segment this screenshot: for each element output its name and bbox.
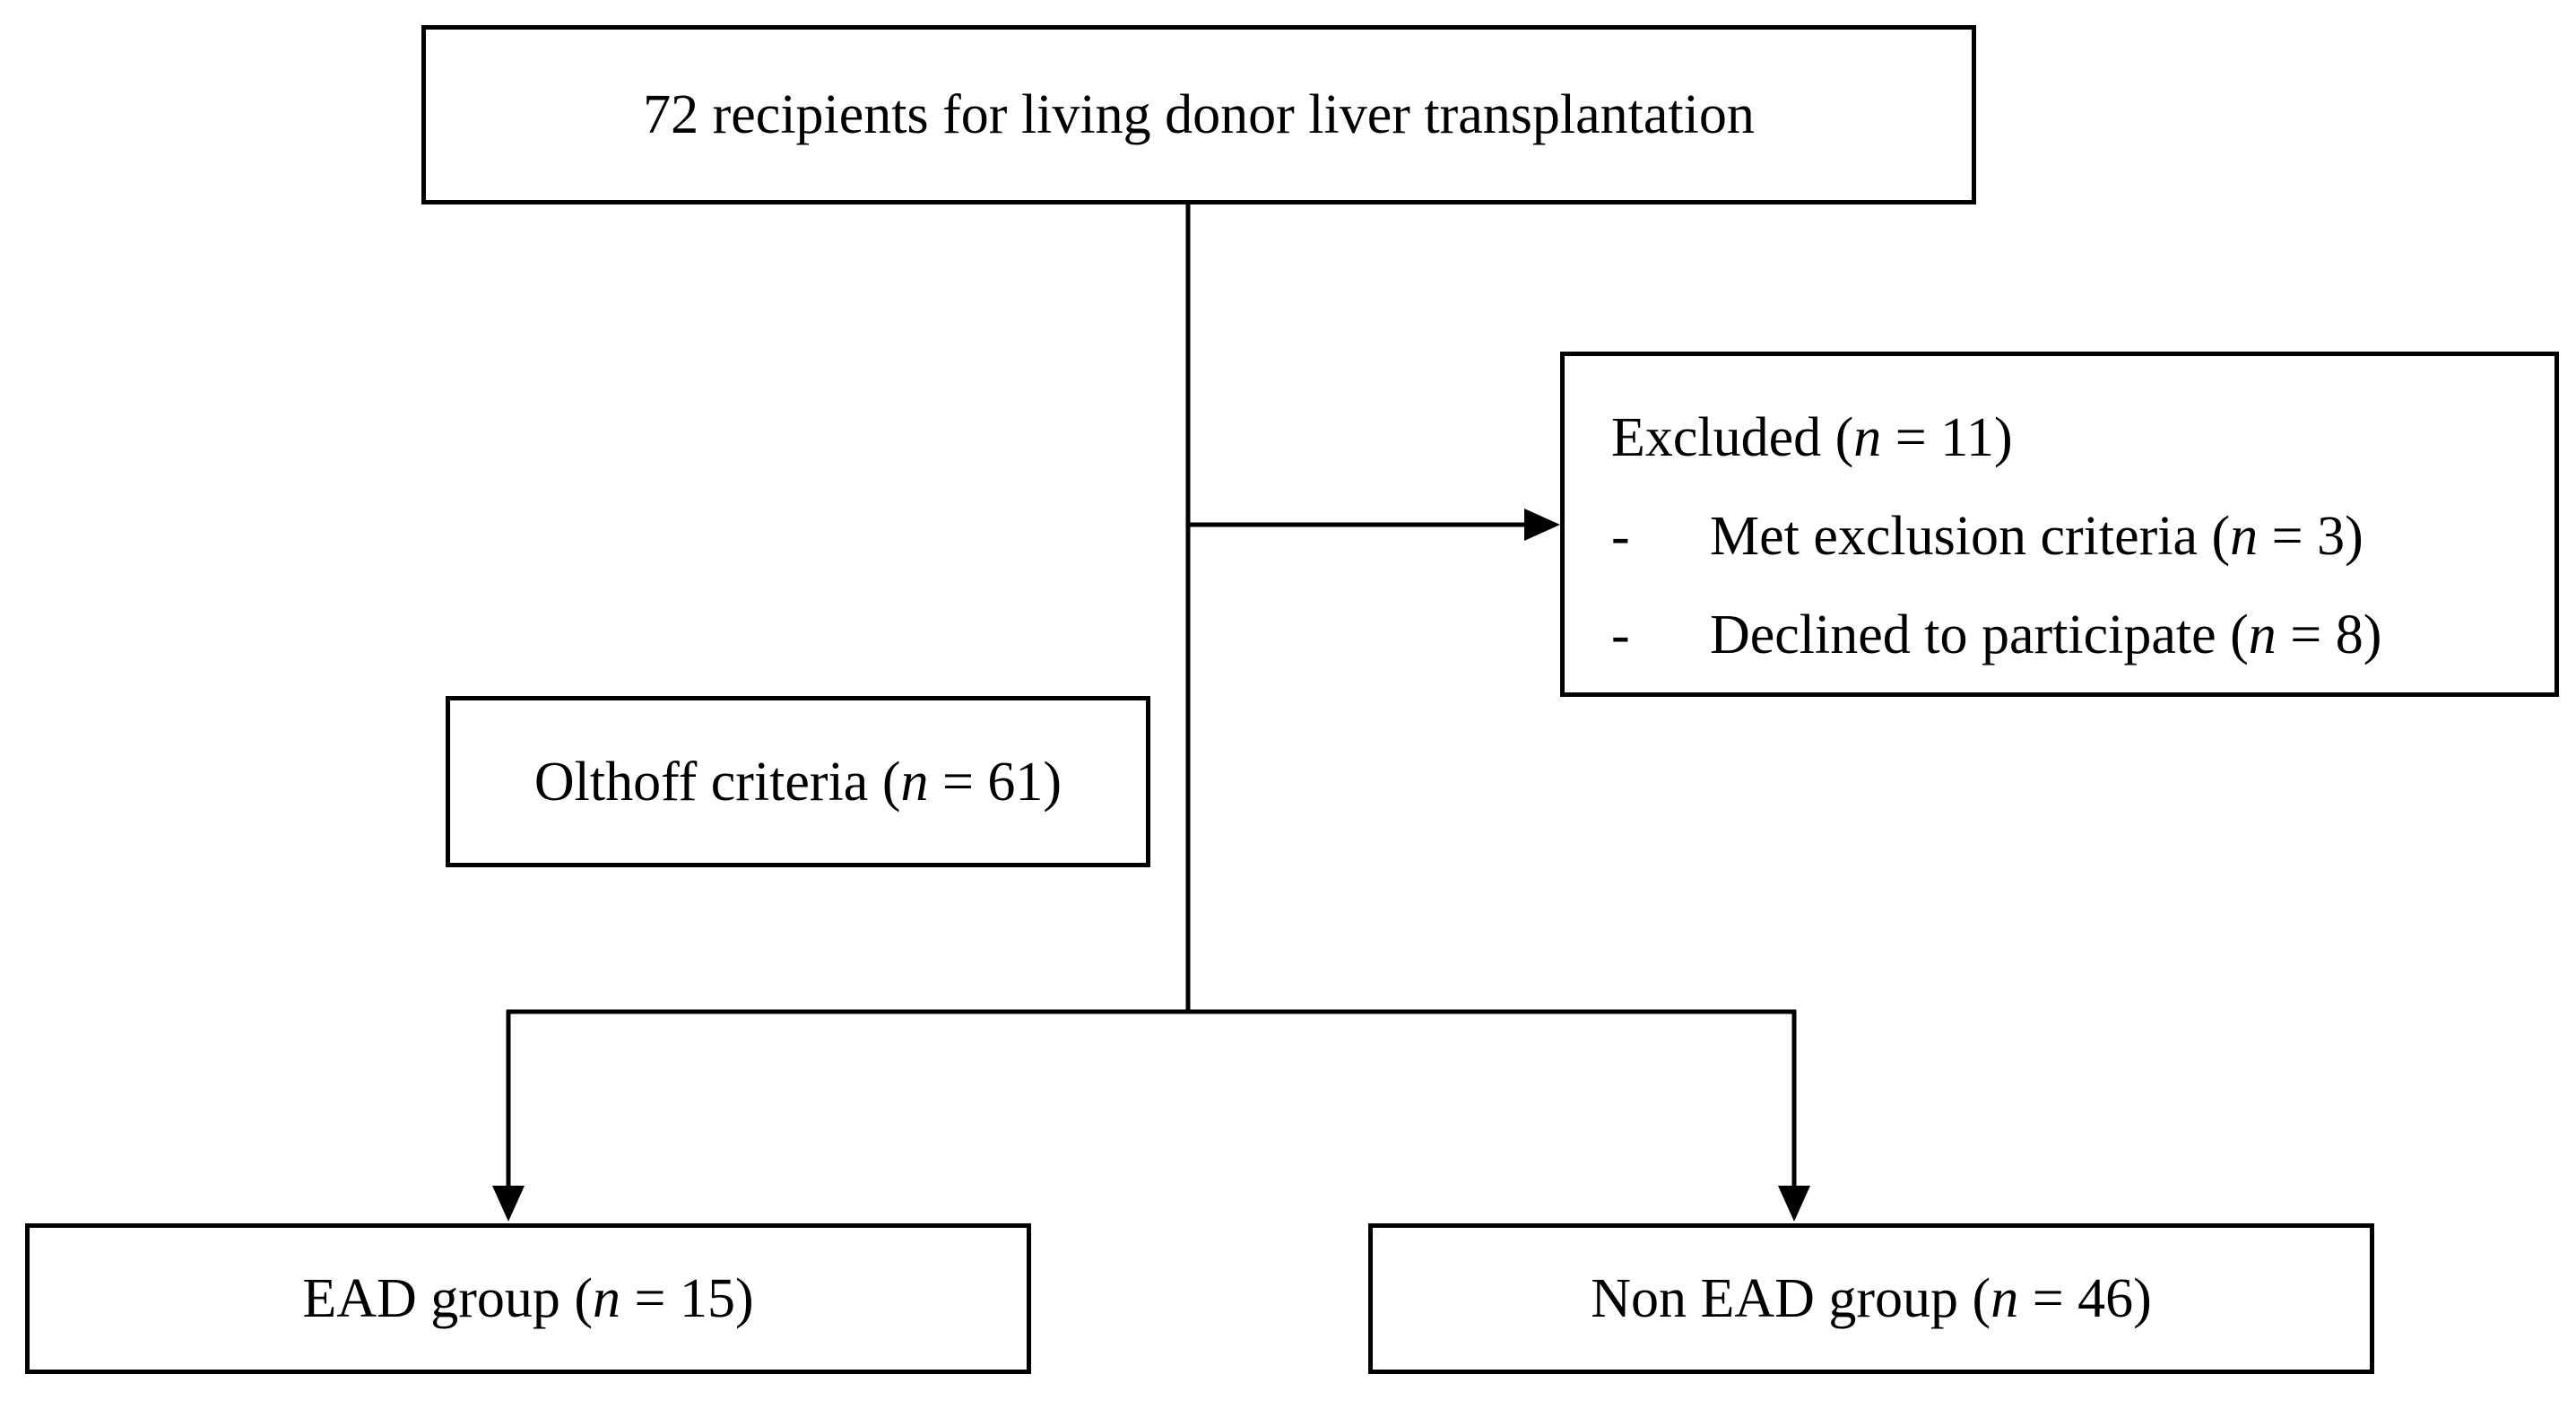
recipients-box: 72 recipients for living donor liver tra… (421, 25, 1976, 204)
excluded-item-2-bullet: - (1611, 604, 1630, 665)
ead-group-box: EAD group (n = 15) (25, 1223, 1031, 1374)
ead-arrowhead (492, 1186, 525, 1222)
nonead-arrowhead (1778, 1186, 1810, 1222)
exclusion-arrowhead (1524, 509, 1560, 541)
olthoff-box: Olthoff criteria (n = 61) (446, 696, 1150, 867)
non-ead-group-box: Non EAD group (n = 46) (1368, 1223, 2374, 1374)
recipients-label: 72 recipients for living donor liver tra… (643, 84, 1755, 145)
excluded-item-1: Met exclusion criteria (n = 3) (1710, 506, 2364, 567)
excluded-box: Excluded (n = 11) - Met exclusion criter… (1560, 352, 2559, 697)
ead-group-label: EAD group (n = 15) (302, 1268, 754, 1329)
excluded-item-1-bullet: - (1611, 506, 1630, 567)
non-ead-group-label: Non EAD group (n = 46) (1591, 1268, 2152, 1329)
excluded-title: Excluded (n = 11) (1611, 407, 2013, 468)
olthoff-label: Olthoff criteria (n = 61) (533, 751, 1062, 813)
excluded-item-2: Declined to participate (n = 8) (1710, 604, 2382, 665)
